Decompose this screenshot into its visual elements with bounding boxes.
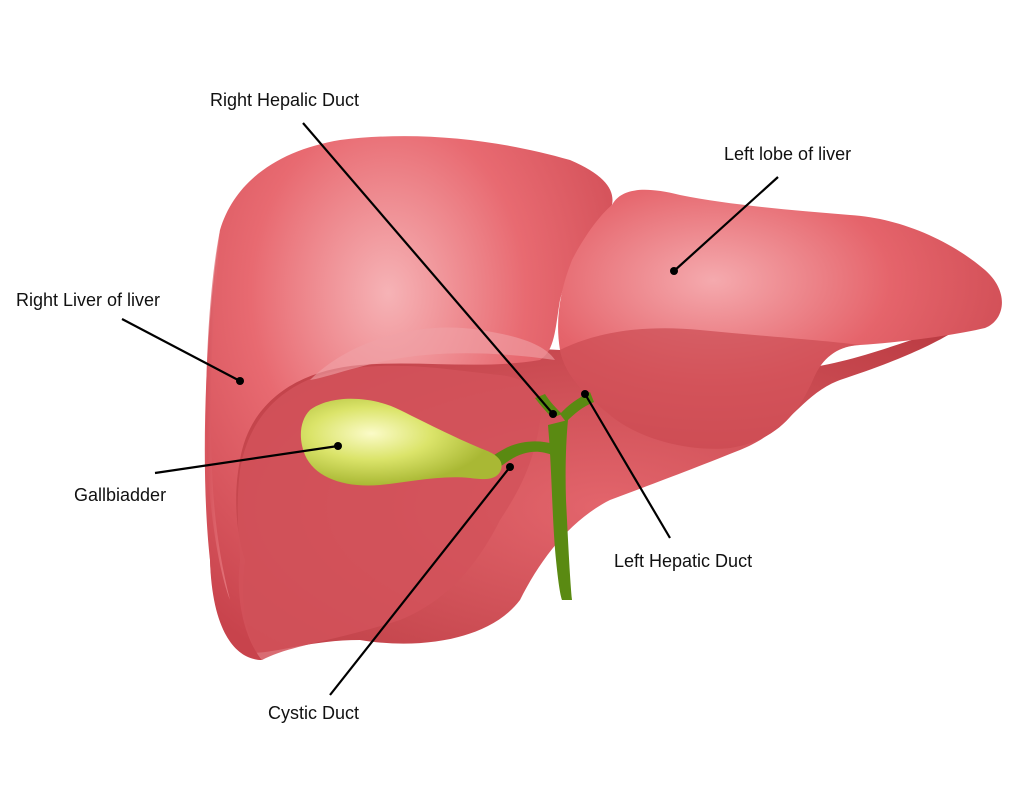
leader-gallbladder xyxy=(154,444,339,475)
left-lobe-shadow xyxy=(560,328,860,449)
right-lobe xyxy=(204,136,613,660)
leader-right-hepatic-duct xyxy=(302,122,554,415)
dot-cystic-duct xyxy=(506,463,514,471)
leader-cystic-duct xyxy=(329,466,511,696)
label-left-lobe: Left lobe of liver xyxy=(724,144,852,164)
leader-left-hepatic-duct xyxy=(584,393,671,539)
label-gallbladder: Gallbiadder xyxy=(74,485,167,505)
dot-gallbladder xyxy=(334,442,342,450)
label-cystic-duct: Cystic Duct xyxy=(268,703,360,723)
right-lobe-rim xyxy=(205,230,230,600)
dot-left-hepatic-duct xyxy=(581,390,589,398)
dot-left-lobe xyxy=(670,267,678,275)
leader-left-lobe xyxy=(673,176,779,272)
leader-dots xyxy=(236,267,678,471)
dot-right-hepatic-duct xyxy=(549,410,557,418)
dot-right-lobe xyxy=(236,377,244,385)
gallbladder xyxy=(300,398,502,486)
label-right-lobe: Right Liver of liver xyxy=(16,290,161,310)
label-left-hepatic-duct: Left Hepatic Duct xyxy=(614,551,753,571)
leader-lines xyxy=(121,122,779,696)
leader-right-lobe xyxy=(121,318,241,382)
left-hepatic-duct xyxy=(560,392,594,422)
common-bile-duct xyxy=(548,420,572,600)
label-right-hepatic-duct: Right Hepalic Duct xyxy=(210,90,360,110)
liver-fold-highlight xyxy=(310,327,555,380)
